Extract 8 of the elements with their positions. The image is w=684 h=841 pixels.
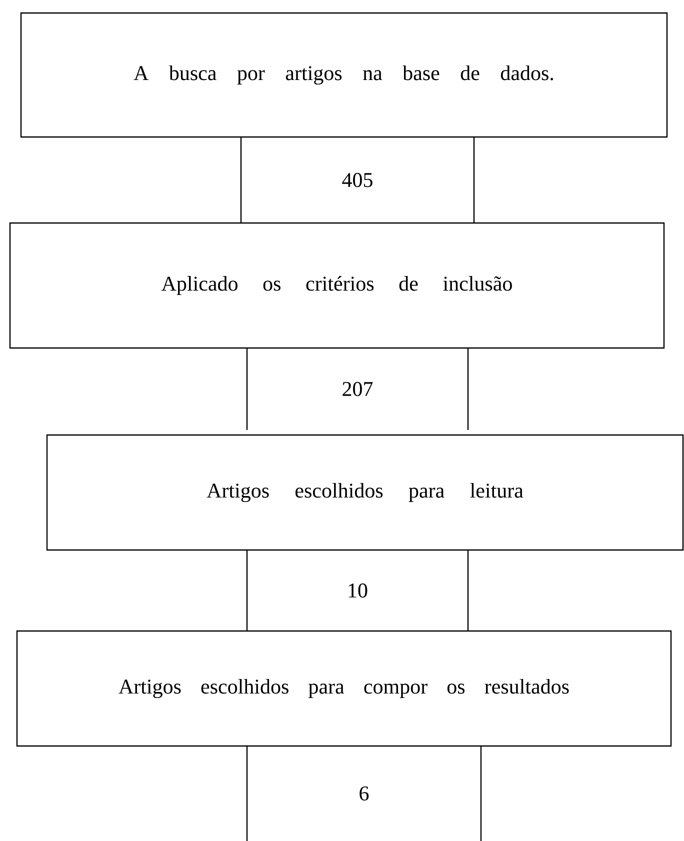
count-box: 405 xyxy=(240,136,475,224)
count-box: 10 xyxy=(246,549,469,632)
count-box: 207 xyxy=(246,347,469,431)
process-box: Aplicado os critérios de inclusão xyxy=(9,222,665,349)
count-box: 6 xyxy=(246,745,482,841)
process-box: A busca por artigos na base de dados. xyxy=(20,12,668,138)
process-box: Artigos escolhidos para leitura xyxy=(46,434,684,551)
process-box: Artigos escolhidos para compor os resultados xyxy=(16,630,672,747)
